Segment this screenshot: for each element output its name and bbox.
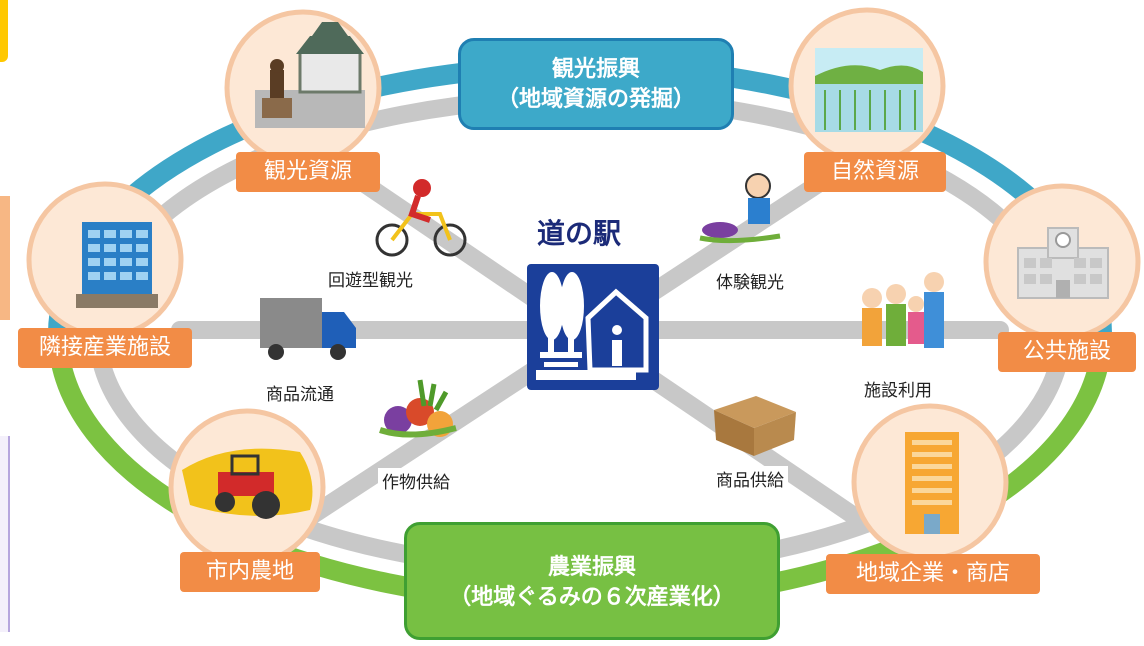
cardboard-box-icon (714, 396, 796, 456)
tag-public-facilities: 公共施設 (998, 332, 1136, 372)
school-building-icon (1017, 227, 1109, 299)
tag-tourism-resources: 観光資源 (236, 152, 380, 192)
office-building-icon (76, 222, 158, 308)
tag-local-business: 地域企業・商店 (826, 554, 1040, 594)
left-accent-yellow (0, 0, 8, 62)
vegetables-icon (379, 379, 457, 438)
tractor-icon (182, 448, 313, 519)
tourism-promotion-title: 観光振興 (551, 57, 640, 82)
flow-label-product-supply: 商品供給 (712, 466, 788, 491)
flow-label-experience: 体験観光 (712, 268, 788, 293)
tag-adjacent-industry: 隣接産業施設 (18, 328, 192, 368)
flow-label-excursion: 回遊型観光 (324, 266, 417, 291)
tourism-promotion-subtitle: （地域資源の発掘） (496, 87, 695, 112)
cyclist-icon (375, 179, 467, 257)
left-accent-purple (0, 436, 10, 632)
tourism-promotion-box: 観光振興 （地域資源の発掘） (458, 38, 734, 130)
agriculture-promotion-box: 農業振興 （地域ぐるみの６次産業化） (404, 522, 780, 640)
rice-field-icon (815, 48, 923, 132)
truck-icon (260, 298, 356, 360)
tag-farmland: 市内農地 (180, 552, 320, 592)
castle-statue-icon (255, 22, 365, 128)
family-icon (862, 272, 944, 348)
agriculture-promotion-title: 農業振興 (547, 555, 636, 580)
agriculture-promotion-subtitle: （地域ぐるみの６次産業化） (449, 585, 735, 610)
flow-label-distribution: 商品流通 (262, 380, 338, 405)
flow-label-crop-supply: 作物供給 (378, 468, 454, 493)
flow-label-facility-use: 施設利用 (860, 376, 936, 401)
center-title: 道の駅 (537, 217, 622, 250)
tall-building-icon (905, 432, 959, 534)
harvest-boy-icon (699, 173, 781, 244)
tag-natural-resources: 自然資源 (804, 152, 946, 192)
michi-no-eki-sign-icon (527, 264, 659, 390)
left-accent-orange (0, 196, 10, 320)
